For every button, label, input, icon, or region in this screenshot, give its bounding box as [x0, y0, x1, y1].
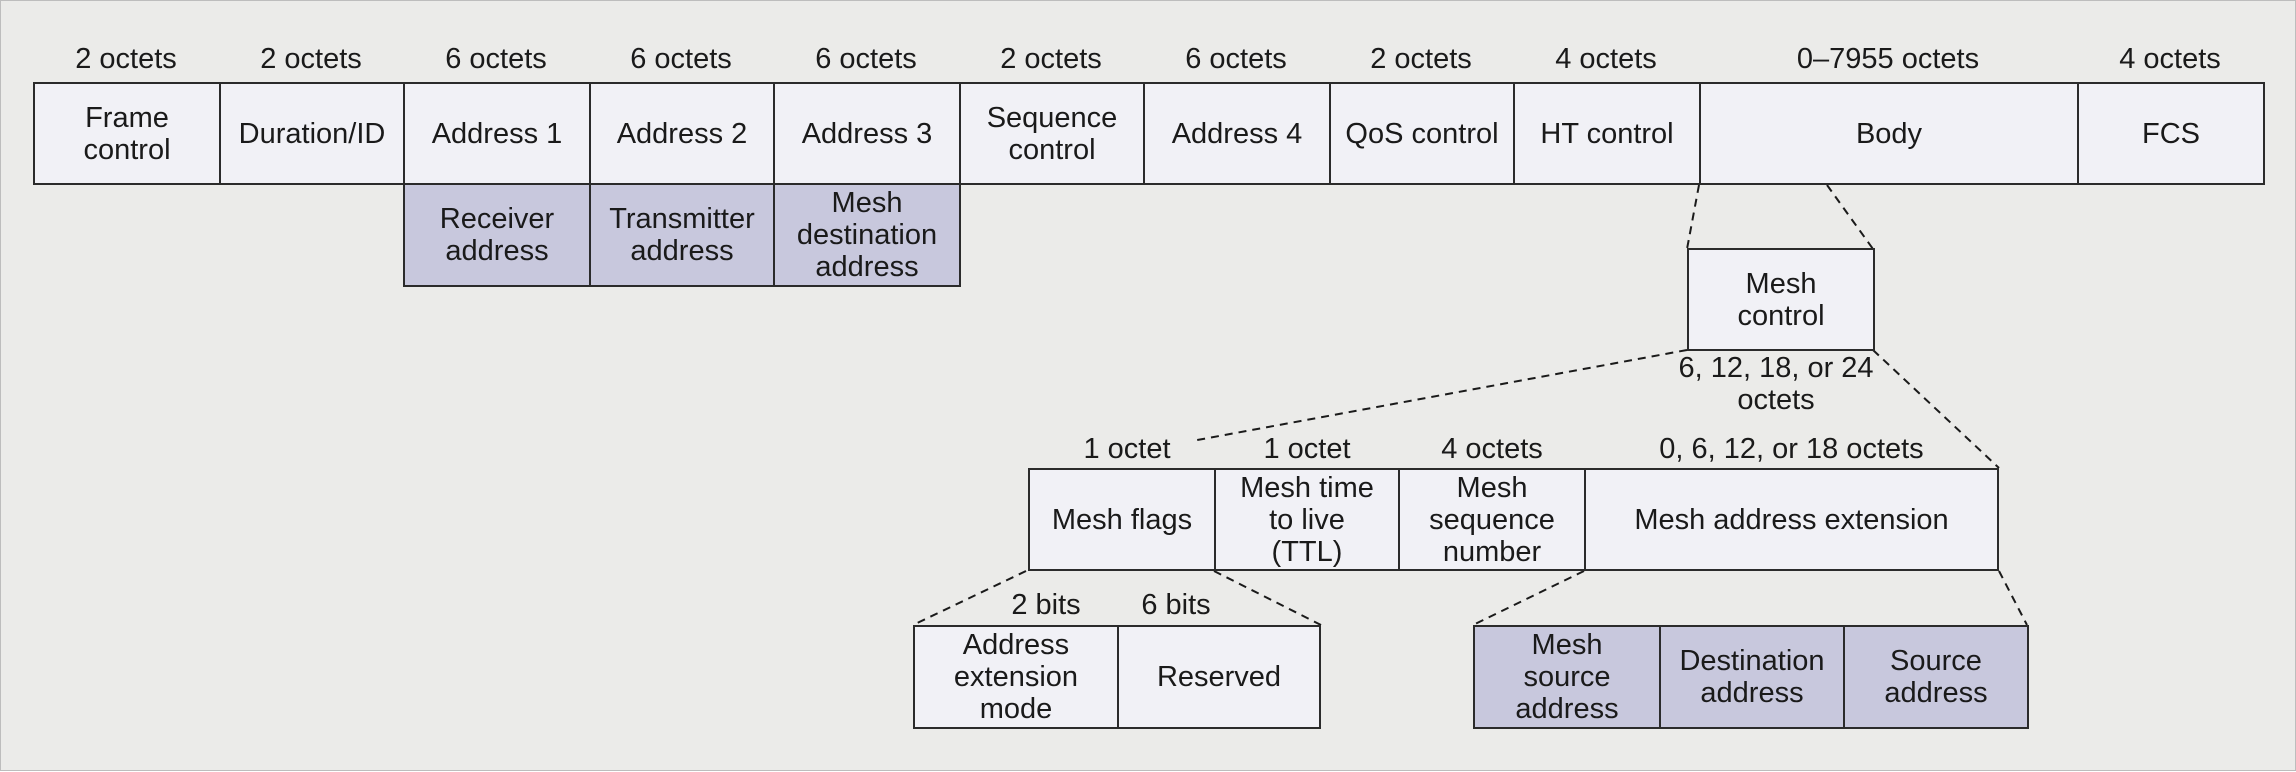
- duration-id-size-label: 2 octets: [260, 43, 362, 75]
- mesh-address-extension-size-label: 0, 6, 12, or 18 octets: [1659, 433, 1924, 465]
- frame-control-field: Frame control: [33, 82, 221, 185]
- address-1-field: Address 1: [403, 82, 591, 185]
- ht-control-field: HT control: [1513, 82, 1701, 185]
- frame-control-size-label: 2 octets: [75, 43, 177, 75]
- body-expand-line-right: [1826, 184, 1874, 250]
- mesh-sequence-number-field: Mesh sequence number: [1398, 468, 1586, 571]
- mesh-address-extension-field: Mesh address extension: [1584, 468, 1999, 571]
- mesh-control-expand-line-right: [1872, 349, 2000, 469]
- addr-ext-expand-line-right: [1998, 570, 2028, 626]
- source-address-field: Source address: [1843, 625, 2029, 729]
- ht-control-size-label: 4 octets: [1555, 43, 1657, 75]
- qos-control-field: QoS control: [1329, 82, 1515, 185]
- address-extension-mode-field: Address extension mode: [913, 625, 1119, 729]
- address-extension-mode-size-label: 2 bits: [1011, 589, 1081, 621]
- address-1-size-label: 6 octets: [445, 43, 547, 75]
- duration-id-field: Duration/ID: [219, 82, 405, 185]
- address-2-size-label: 6 octets: [630, 43, 732, 75]
- mesh-control-size-label: 6, 12, 18, or 24 octets: [1678, 352, 1874, 416]
- address-4-size-label: 6 octets: [1185, 43, 1287, 75]
- mesh-destination-address-field: Mesh destination address: [773, 183, 961, 287]
- transmitter-address-field: Transmitter address: [589, 183, 775, 287]
- mesh-control-field: Mesh control: [1687, 248, 1875, 351]
- address-3-field: Address 3: [773, 82, 961, 185]
- mesh-flags-expand-line-right: [1213, 570, 1322, 626]
- body-size-label: 0–7955 octets: [1796, 43, 1980, 75]
- fcs-size-label: 4 octets: [2119, 43, 2221, 75]
- mesh-flags-expand-line-left: [912, 570, 1027, 626]
- mesh-control-expand-line-left: [1191, 349, 1688, 442]
- receiver-address-field: Receiver address: [403, 183, 591, 287]
- address-2-field: Address 2: [589, 82, 775, 185]
- addr-ext-expand-line-left: [1472, 570, 1585, 626]
- reserved-size-label: 6 bits: [1141, 589, 1211, 621]
- body-expand-line-left: [1686, 184, 1700, 250]
- reserved-field: Reserved: [1117, 625, 1321, 729]
- mesh-flags-size-label: 1 octet: [1083, 433, 1171, 465]
- address-4-field: Address 4: [1143, 82, 1331, 185]
- mesh-flags-field: Mesh flags: [1028, 468, 1216, 571]
- qos-control-size-label: 2 octets: [1370, 43, 1472, 75]
- mesh-ttl-field: Mesh time to live (TTL): [1214, 468, 1400, 571]
- mesh-ttl-size-label: 1 octet: [1263, 433, 1351, 465]
- destination-address-field: Destination address: [1659, 625, 1845, 729]
- address-3-size-label: 6 octets: [815, 43, 917, 75]
- sequence-control-size-label: 2 octets: [1000, 43, 1102, 75]
- body-field: Body: [1699, 82, 2079, 185]
- mesh-sequence-size-label: 4 octets: [1441, 433, 1543, 465]
- mesh-source-address-field: Mesh source address: [1473, 625, 1661, 729]
- fcs-field: FCS: [2077, 82, 2265, 185]
- sequence-control-field: Sequence control: [959, 82, 1145, 185]
